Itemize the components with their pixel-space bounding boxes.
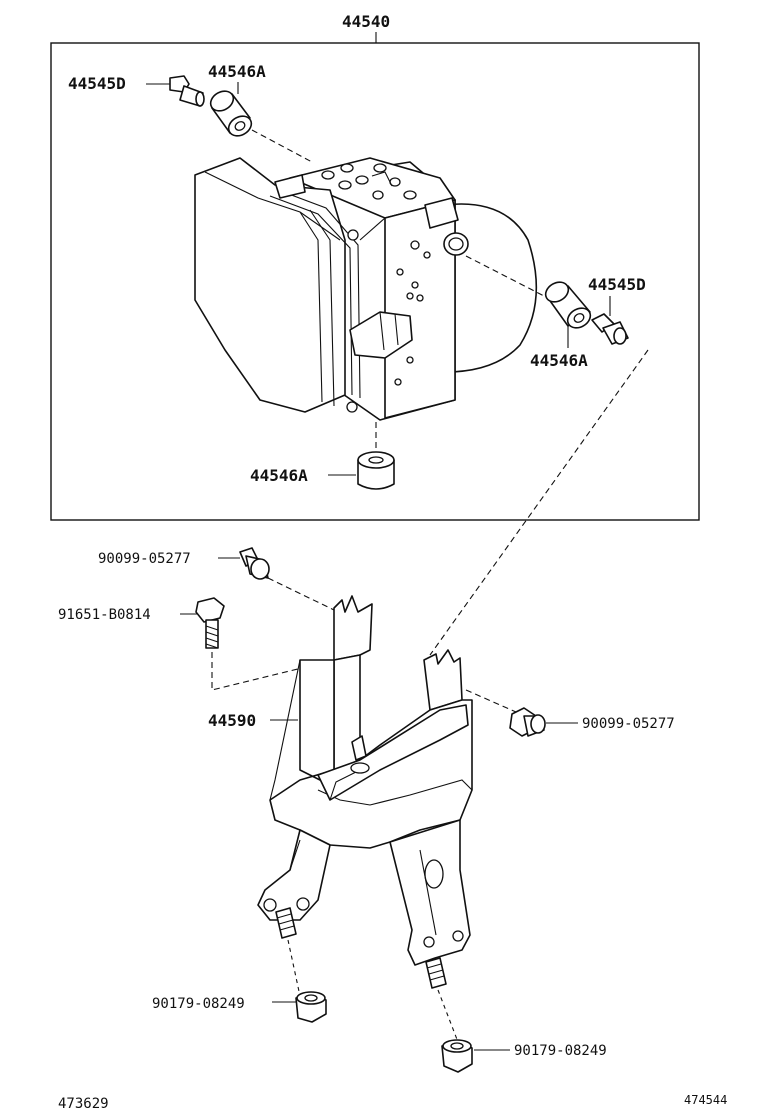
cushion-44546A-bottom (357, 451, 395, 490)
label-44545D-right: 44545D (588, 275, 646, 294)
label-44546A-top: 44546A (208, 62, 266, 81)
cushion-44546A-right (544, 281, 592, 329)
guide-right-bracket (429, 349, 649, 656)
bolt-91651-B0814 (195, 597, 225, 649)
guide-top-cushion (251, 129, 313, 163)
footer-ref-right: 474544 (684, 1093, 727, 1107)
nut-90099-05277-upper (239, 547, 270, 580)
label-44546A-right: 44546A (530, 351, 588, 370)
label-44546A-bottom: 44546A (250, 466, 308, 485)
guide-bolt-91651 (211, 652, 356, 691)
bolt-44545D-top (169, 75, 205, 107)
guide-right-nut (465, 689, 517, 713)
nut-90179-08249-right (441, 1039, 473, 1073)
nut-90099-05277-right (509, 707, 546, 737)
footer-ref-left: 473629 (58, 1096, 109, 1112)
nut-90179-08249-left (295, 991, 327, 1023)
guide-left-stud (287, 939, 301, 997)
assembly-frame (50, 42, 700, 521)
guide-right-cushion (465, 255, 549, 299)
label-91651-B0814: 91651-B0814 (58, 607, 151, 623)
label-90179-08249-right: 90179-08249 (514, 1043, 607, 1059)
label-90099-05277-right: 90099-05277 (582, 716, 675, 732)
label-90099-05277-upper: 90099-05277 (98, 551, 191, 567)
guide-upper-nut (267, 577, 335, 611)
bracket-44590 (257, 595, 473, 966)
label-44545D-top: 44545D (68, 74, 126, 93)
cushion-44546A-top (209, 90, 253, 137)
abs-actuator-unit (194, 157, 538, 421)
stud-right (425, 957, 447, 989)
label-44590: 44590 (208, 711, 256, 730)
label-90179-08249-left: 90179-08249 (152, 996, 245, 1012)
guide-right-stud (437, 989, 459, 1043)
stud-left (275, 907, 297, 939)
label-44540: 44540 (342, 12, 390, 31)
bolt-44545D-right (591, 313, 629, 345)
